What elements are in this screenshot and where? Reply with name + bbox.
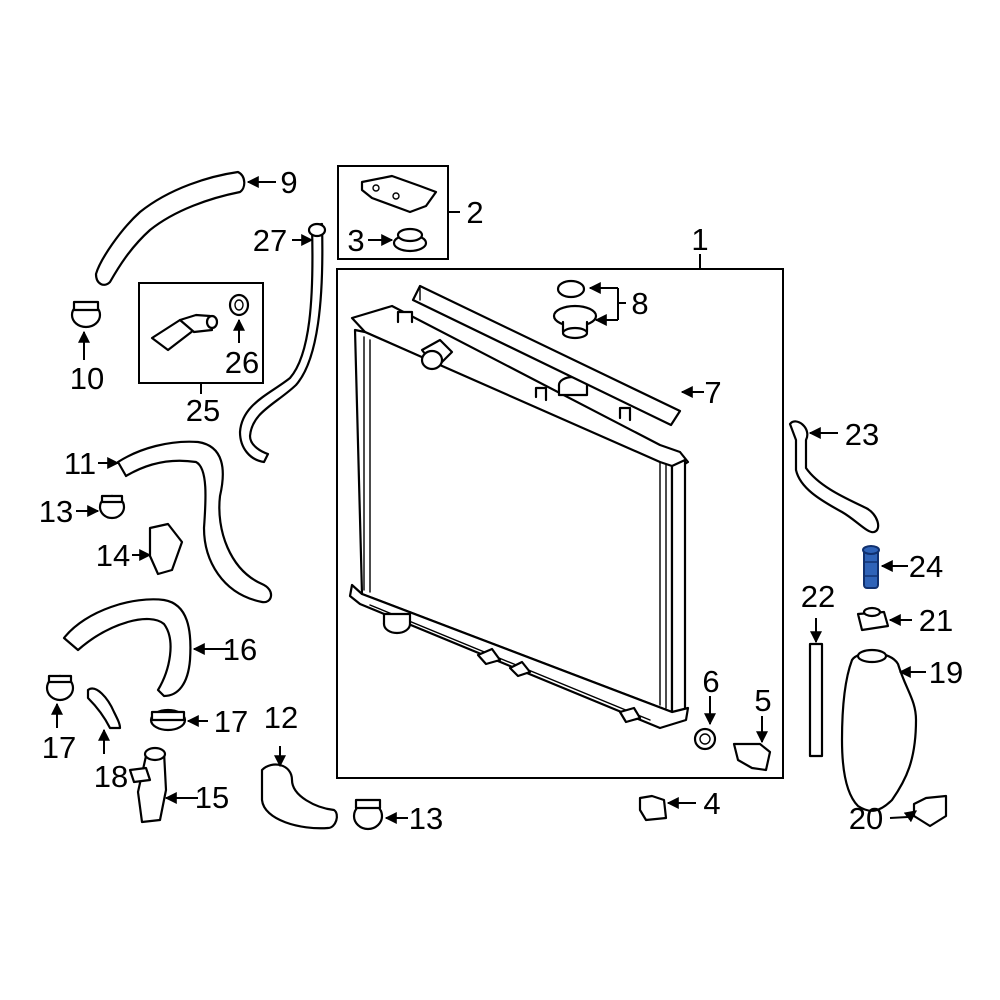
callout-labels: 1 2 3 4 5 6 7 8 9 10 11 12 13 13 14 15 1… xyxy=(39,165,963,836)
callout-13-right: 13 xyxy=(409,801,443,836)
reservoir-hose-part[interactable] xyxy=(788,420,880,534)
temperature-sensor-part[interactable] xyxy=(150,313,219,352)
callout-20: 20 xyxy=(849,801,883,836)
clamp-part-13-right[interactable] xyxy=(352,798,384,831)
overflow-tube-part[interactable] xyxy=(238,222,324,464)
callout-19: 19 xyxy=(929,655,963,690)
callout-13-left: 13 xyxy=(39,494,73,529)
radiator-assembly-box xyxy=(336,268,784,779)
callout-26: 26 xyxy=(225,345,259,380)
seal-strip-part[interactable] xyxy=(411,284,682,427)
callout-16: 16 xyxy=(223,632,257,667)
reservoir-bracket-part[interactable] xyxy=(912,794,948,828)
callout-7: 7 xyxy=(704,375,721,410)
radiator-cap-part[interactable] xyxy=(552,279,598,340)
callout-1: 1 xyxy=(691,222,708,257)
callout-17-left: 17 xyxy=(42,730,76,765)
drain-plug-part[interactable] xyxy=(732,742,772,772)
callout-8: 8 xyxy=(631,286,648,321)
callout-9: 9 xyxy=(280,165,297,200)
callout-14: 14 xyxy=(96,538,130,573)
o-ring-part[interactable] xyxy=(693,727,717,751)
radiator-part[interactable] xyxy=(348,304,690,730)
leader-lines xyxy=(51,176,926,824)
callout-27: 27 xyxy=(253,223,287,258)
callout-6: 6 xyxy=(702,664,719,699)
callout-25: 25 xyxy=(186,393,220,428)
clamp-part-13-left[interactable] xyxy=(98,494,126,520)
lower-hose-part[interactable] xyxy=(116,440,273,604)
hose-bracket-part[interactable] xyxy=(148,522,184,576)
hose-fitting-part[interactable] xyxy=(128,746,168,824)
callout-24: 24 xyxy=(909,549,943,584)
callout-5: 5 xyxy=(754,683,771,718)
callout-23: 23 xyxy=(845,417,879,452)
callout-17-right: 17 xyxy=(214,704,248,739)
hose-part-12[interactable] xyxy=(260,763,338,830)
callout-11: 11 xyxy=(64,446,96,481)
callout-4: 4 xyxy=(703,786,720,821)
washer-part[interactable] xyxy=(228,293,250,317)
mount-cushion-part[interactable] xyxy=(638,794,668,822)
callout-2: 2 xyxy=(466,195,483,230)
reservoir-cap-part[interactable] xyxy=(856,606,890,632)
callout-3: 3 xyxy=(347,223,364,258)
callout-21: 21 xyxy=(919,603,953,638)
clamp-part-17-left[interactable] xyxy=(45,674,75,702)
reservoir-tank-part[interactable] xyxy=(840,651,918,812)
connector-part-highlighted[interactable] xyxy=(862,545,880,589)
clamp-part[interactable] xyxy=(70,300,102,329)
reservoir-tube-part[interactable] xyxy=(808,642,824,758)
callout-12: 12 xyxy=(264,700,298,735)
small-hose-part[interactable] xyxy=(86,687,122,730)
clamp-part-17-right[interactable] xyxy=(149,708,187,732)
callout-10: 10 xyxy=(70,361,104,396)
grommet-part[interactable] xyxy=(392,227,428,253)
upper-hose-part[interactable] xyxy=(94,170,246,286)
callout-15: 15 xyxy=(195,780,229,815)
callout-22: 22 xyxy=(801,579,835,614)
hose-part-16[interactable] xyxy=(62,598,192,698)
callout-18: 18 xyxy=(94,759,128,794)
